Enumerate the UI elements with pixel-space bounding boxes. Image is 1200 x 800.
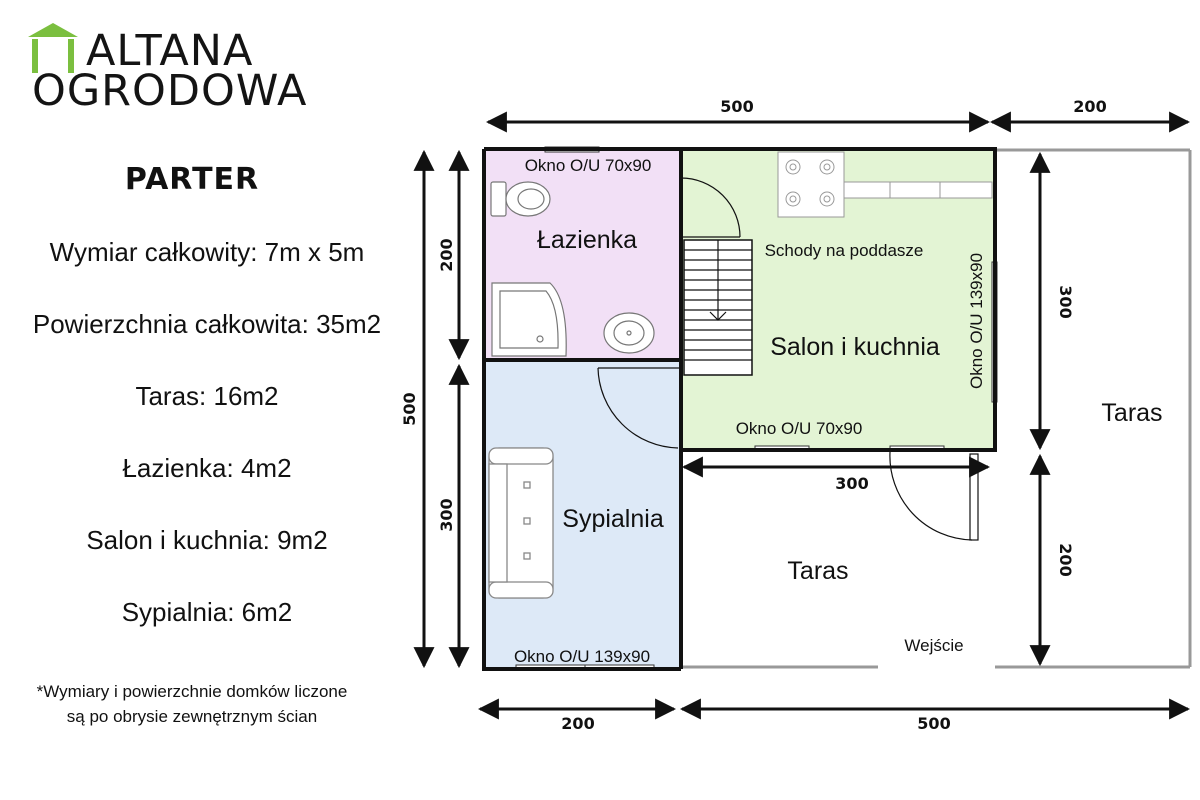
room-label-bedroom: Sypialnia xyxy=(562,505,664,533)
stat-total-size: Wymiar całkowity: 7m x 5m xyxy=(49,237,365,267)
dim-bottom-rest: 500 xyxy=(917,714,950,733)
room-label-terrace-right: Taras xyxy=(1101,399,1162,427)
floor-heading: PARTER xyxy=(124,162,260,197)
dim-inner-living: 300 xyxy=(835,474,868,493)
walls xyxy=(482,147,997,671)
terrace-outline xyxy=(681,148,1192,669)
dim-right-upper: 300 xyxy=(1056,285,1075,318)
dim-left-bedroom: 300 xyxy=(437,498,456,531)
window-label-bedroom: Okno O/U 139x90 xyxy=(514,647,650,666)
dim-top-terrace: 200 xyxy=(1073,97,1106,116)
kitchen-counter xyxy=(777,151,993,218)
measurement-note: *Wymiary i powierzchnie domków liczone s… xyxy=(0,679,384,729)
room-label-living: Salon i kuchnia xyxy=(770,333,940,361)
bedroom-door xyxy=(597,367,680,449)
window-label-living-front: Okno O/U 70x90 xyxy=(736,419,863,438)
measurement-note-line2: są po obrysie zewnętrznym ścian xyxy=(66,707,318,726)
stat-total-area: Powierzchnia całkowita: 35m2 xyxy=(32,309,382,339)
room-label-bathroom: Łazienka xyxy=(537,226,637,254)
room-label-terrace-front: Taras xyxy=(787,557,848,585)
measurement-note-line1: *Wymiary i powierzchnie domków liczone xyxy=(36,682,348,701)
stat-bedroom-area: Sypialnia: 6m2 xyxy=(121,597,293,627)
dimension-lines xyxy=(413,111,1191,720)
dim-top-house: 500 xyxy=(720,97,753,116)
logo-word-altana: ALTANA xyxy=(86,26,254,76)
stat-bathroom-area: Łazienka: 4m2 xyxy=(122,453,292,483)
stat-terrace-area: Taras: 16m2 xyxy=(135,381,279,411)
stat-living-area: Salon i kuchnia: 9m2 xyxy=(86,525,328,555)
window-label-bathroom: Okno O/U 70x90 xyxy=(525,156,652,175)
window-label-living-side: Okno O/U 139x90 xyxy=(967,253,986,389)
dim-bottom-bedroom: 200 xyxy=(561,714,594,733)
shower xyxy=(491,282,567,357)
stairs-label: Schody na poddasze xyxy=(765,241,924,260)
entrance-door xyxy=(889,451,979,541)
dim-left-bathroom: 200 xyxy=(437,238,456,271)
logo: ALTANA OGRODOWA xyxy=(26,20,326,115)
logo-word-ogrodowa: OGRODOWA xyxy=(32,66,308,116)
dim-left-total: 500 xyxy=(400,392,419,425)
gazebo-right-post xyxy=(68,39,74,73)
dim-right-lower: 200 xyxy=(1056,543,1075,576)
gazebo-icon xyxy=(28,23,78,73)
stair-steps xyxy=(684,240,752,361)
entrance-label: Wejście xyxy=(904,636,963,655)
sofa xyxy=(488,447,554,599)
gazebo-left-post xyxy=(32,39,38,73)
gazebo-roof xyxy=(28,23,78,37)
toilet xyxy=(490,181,551,217)
bathroom-door xyxy=(680,177,741,238)
washbasin xyxy=(603,312,655,354)
